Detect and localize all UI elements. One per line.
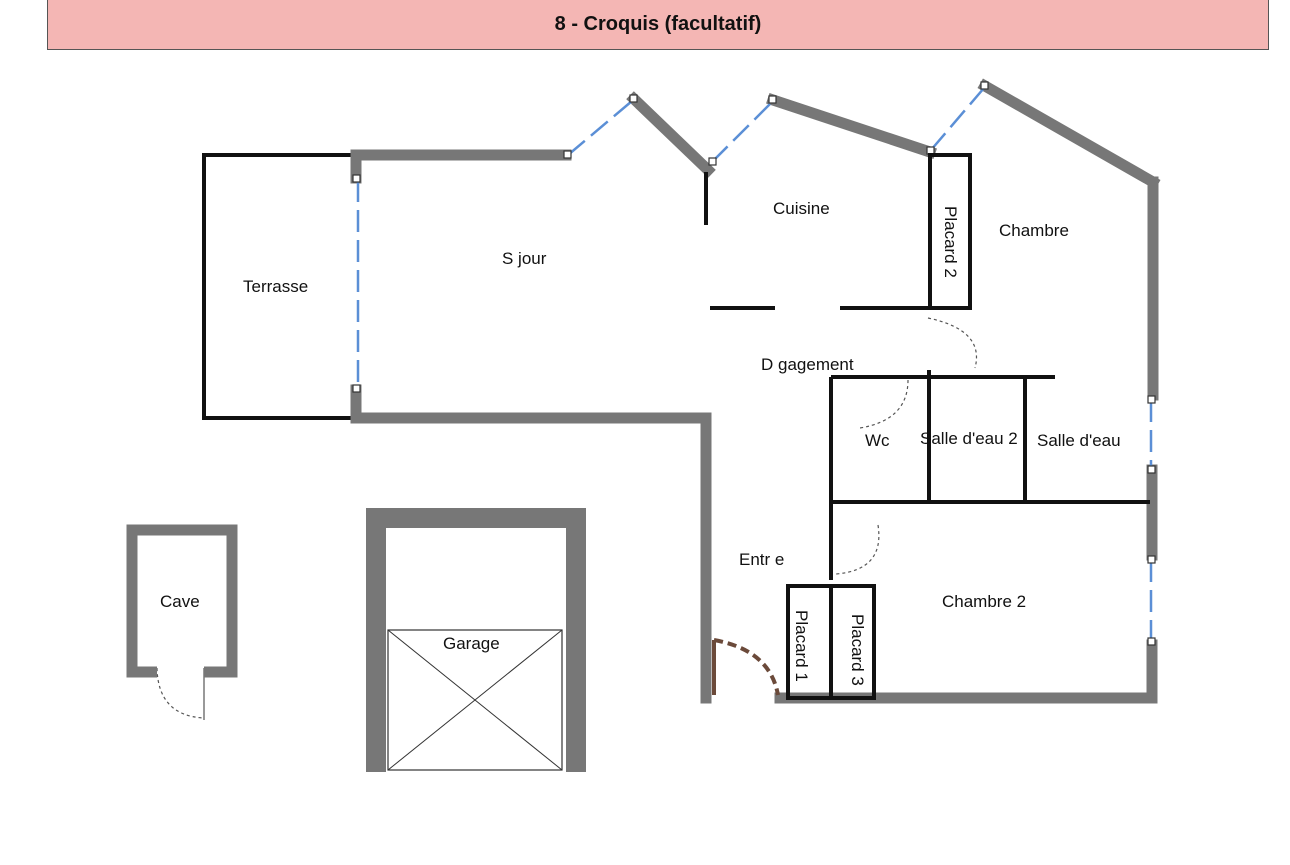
room-label-cuisine: Cuisine [773, 199, 830, 218]
room-label-placard-3: Placard 3 [848, 614, 867, 686]
windows [356, 87, 1153, 642]
room-label-placard-2: Placard 2 [941, 206, 960, 278]
room-label-degagement: D gagement [761, 355, 854, 374]
window-markers [352, 81, 1156, 646]
room-label-terrasse: Terrasse [243, 277, 308, 296]
section-title: 8 - Croquis (facultatif) [554, 13, 762, 35]
garage-outline [366, 508, 586, 772]
room-label-salle-eau: Salle d'eau [1037, 431, 1121, 450]
room-label-garage: Garage [443, 634, 500, 653]
room-label-wc: Wc [865, 431, 890, 450]
room-label-entree: Entr e [739, 550, 784, 569]
cave-outline [126, 524, 238, 678]
room-label-sejour: S jour [502, 249, 547, 268]
room-label-cave: Cave [160, 592, 200, 611]
entry-door [712, 638, 780, 696]
section-header: 8 - Croquis (facultatif) [47, 0, 1269, 50]
terrasse-outline [202, 153, 356, 420]
room-label-chambre: Chambre [999, 221, 1069, 240]
exterior-walls [350, 78, 1161, 704]
interior-partitions [704, 153, 1150, 700]
room-label-chambre-2: Chambre 2 [942, 592, 1026, 611]
room-label-salle-eau-2: Salle d'eau 2 [920, 429, 1018, 448]
room-label-placard-1: Placard 1 [792, 610, 811, 682]
